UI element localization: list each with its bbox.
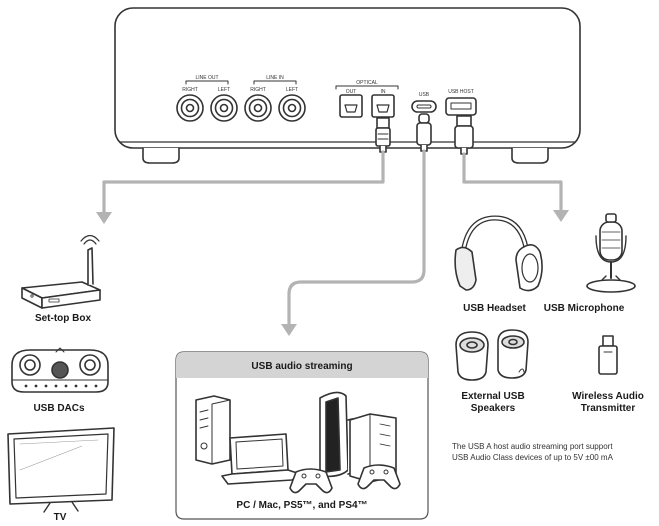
label-usb-microphone: USB Microphone xyxy=(543,303,625,314)
label-line-out-left: LEFT xyxy=(218,87,230,93)
set-top-box-icon xyxy=(21,234,101,309)
label-line-in-left: LEFT xyxy=(286,87,298,93)
rca-jack-line-out-left xyxy=(210,94,238,122)
label-wireless-audio-transmitter: Wireless Audio Transmitter xyxy=(560,391,656,415)
usb-a-plug xyxy=(454,115,474,155)
label-usb-host: USB HOST xyxy=(448,89,474,95)
arrow-to-streaming xyxy=(281,324,297,336)
label-line-in: LINE IN xyxy=(266,75,284,81)
usb-c-port xyxy=(411,100,437,113)
label-usb: USB xyxy=(419,92,430,98)
label-usb-headset: USB Headset xyxy=(463,303,526,314)
optical-out-port xyxy=(339,94,363,118)
label-tv: TV xyxy=(53,512,67,523)
label-optical-in: IN xyxy=(381,89,386,95)
wireless-audio-transmitter-icon xyxy=(598,335,618,375)
tv-icon xyxy=(7,427,115,513)
label-set-top-box: Set-top Box xyxy=(34,313,92,324)
label-line-out: LINE OUT xyxy=(195,75,218,81)
streaming-card-caption: PC / Mac, PS5™, and PS4™ xyxy=(236,500,368,511)
label-line-out-right: RIGHT xyxy=(182,87,198,93)
device-rear-panel xyxy=(114,7,581,164)
usb-c-plug xyxy=(416,113,432,152)
arrow-to-settop xyxy=(96,212,112,224)
label-optical: OPTICAL xyxy=(356,80,378,86)
cable-lines xyxy=(102,149,563,328)
streaming-card-header xyxy=(176,352,428,378)
label-wireless-audio-line2: Transmitter xyxy=(580,403,636,414)
gamepad-icon-right xyxy=(357,464,401,490)
usb-host-note-line2: USB Audio Class devices of up to 5V ±00 … xyxy=(452,453,613,462)
usb-microphone-icon xyxy=(586,213,636,293)
pc-tower-icon xyxy=(195,395,231,465)
arrow-to-usb-devices xyxy=(553,210,569,222)
label-wireless-audio-line1: Wireless Audio xyxy=(572,391,644,402)
usb-dac-icon xyxy=(11,347,109,393)
usb-headset-icon xyxy=(454,215,543,292)
label-external-usb-speakers-line1: External USB xyxy=(461,391,525,402)
gamepad-icon-left xyxy=(289,468,333,494)
label-line-in-right: RIGHT xyxy=(250,87,266,93)
label-external-usb-speakers-line2: Speakers xyxy=(470,403,516,414)
rca-jack-line-out-right xyxy=(176,94,204,122)
rca-jack-line-in-left xyxy=(278,94,306,122)
usb-host-port xyxy=(445,97,477,116)
rca-jack-line-in-right xyxy=(244,94,272,122)
device-foot-right xyxy=(511,147,549,164)
external-usb-speakers-icon xyxy=(455,329,529,381)
streaming-card-title: USB audio streaming xyxy=(251,361,353,372)
optical-in-port xyxy=(371,94,395,118)
laptop-icon xyxy=(221,433,301,485)
optical-plug xyxy=(375,117,391,153)
usb-host-note-line1: The USB A host audio streaming port supp… xyxy=(452,442,613,451)
usb-host-note: The USB A host audio streaming port supp… xyxy=(452,441,658,463)
label-usb-dacs: USB DACs xyxy=(33,403,85,414)
label-external-usb-speakers: External USB Speakers xyxy=(448,391,538,415)
label-optical-out: OUT xyxy=(346,89,357,95)
device-foot-left xyxy=(142,147,180,164)
